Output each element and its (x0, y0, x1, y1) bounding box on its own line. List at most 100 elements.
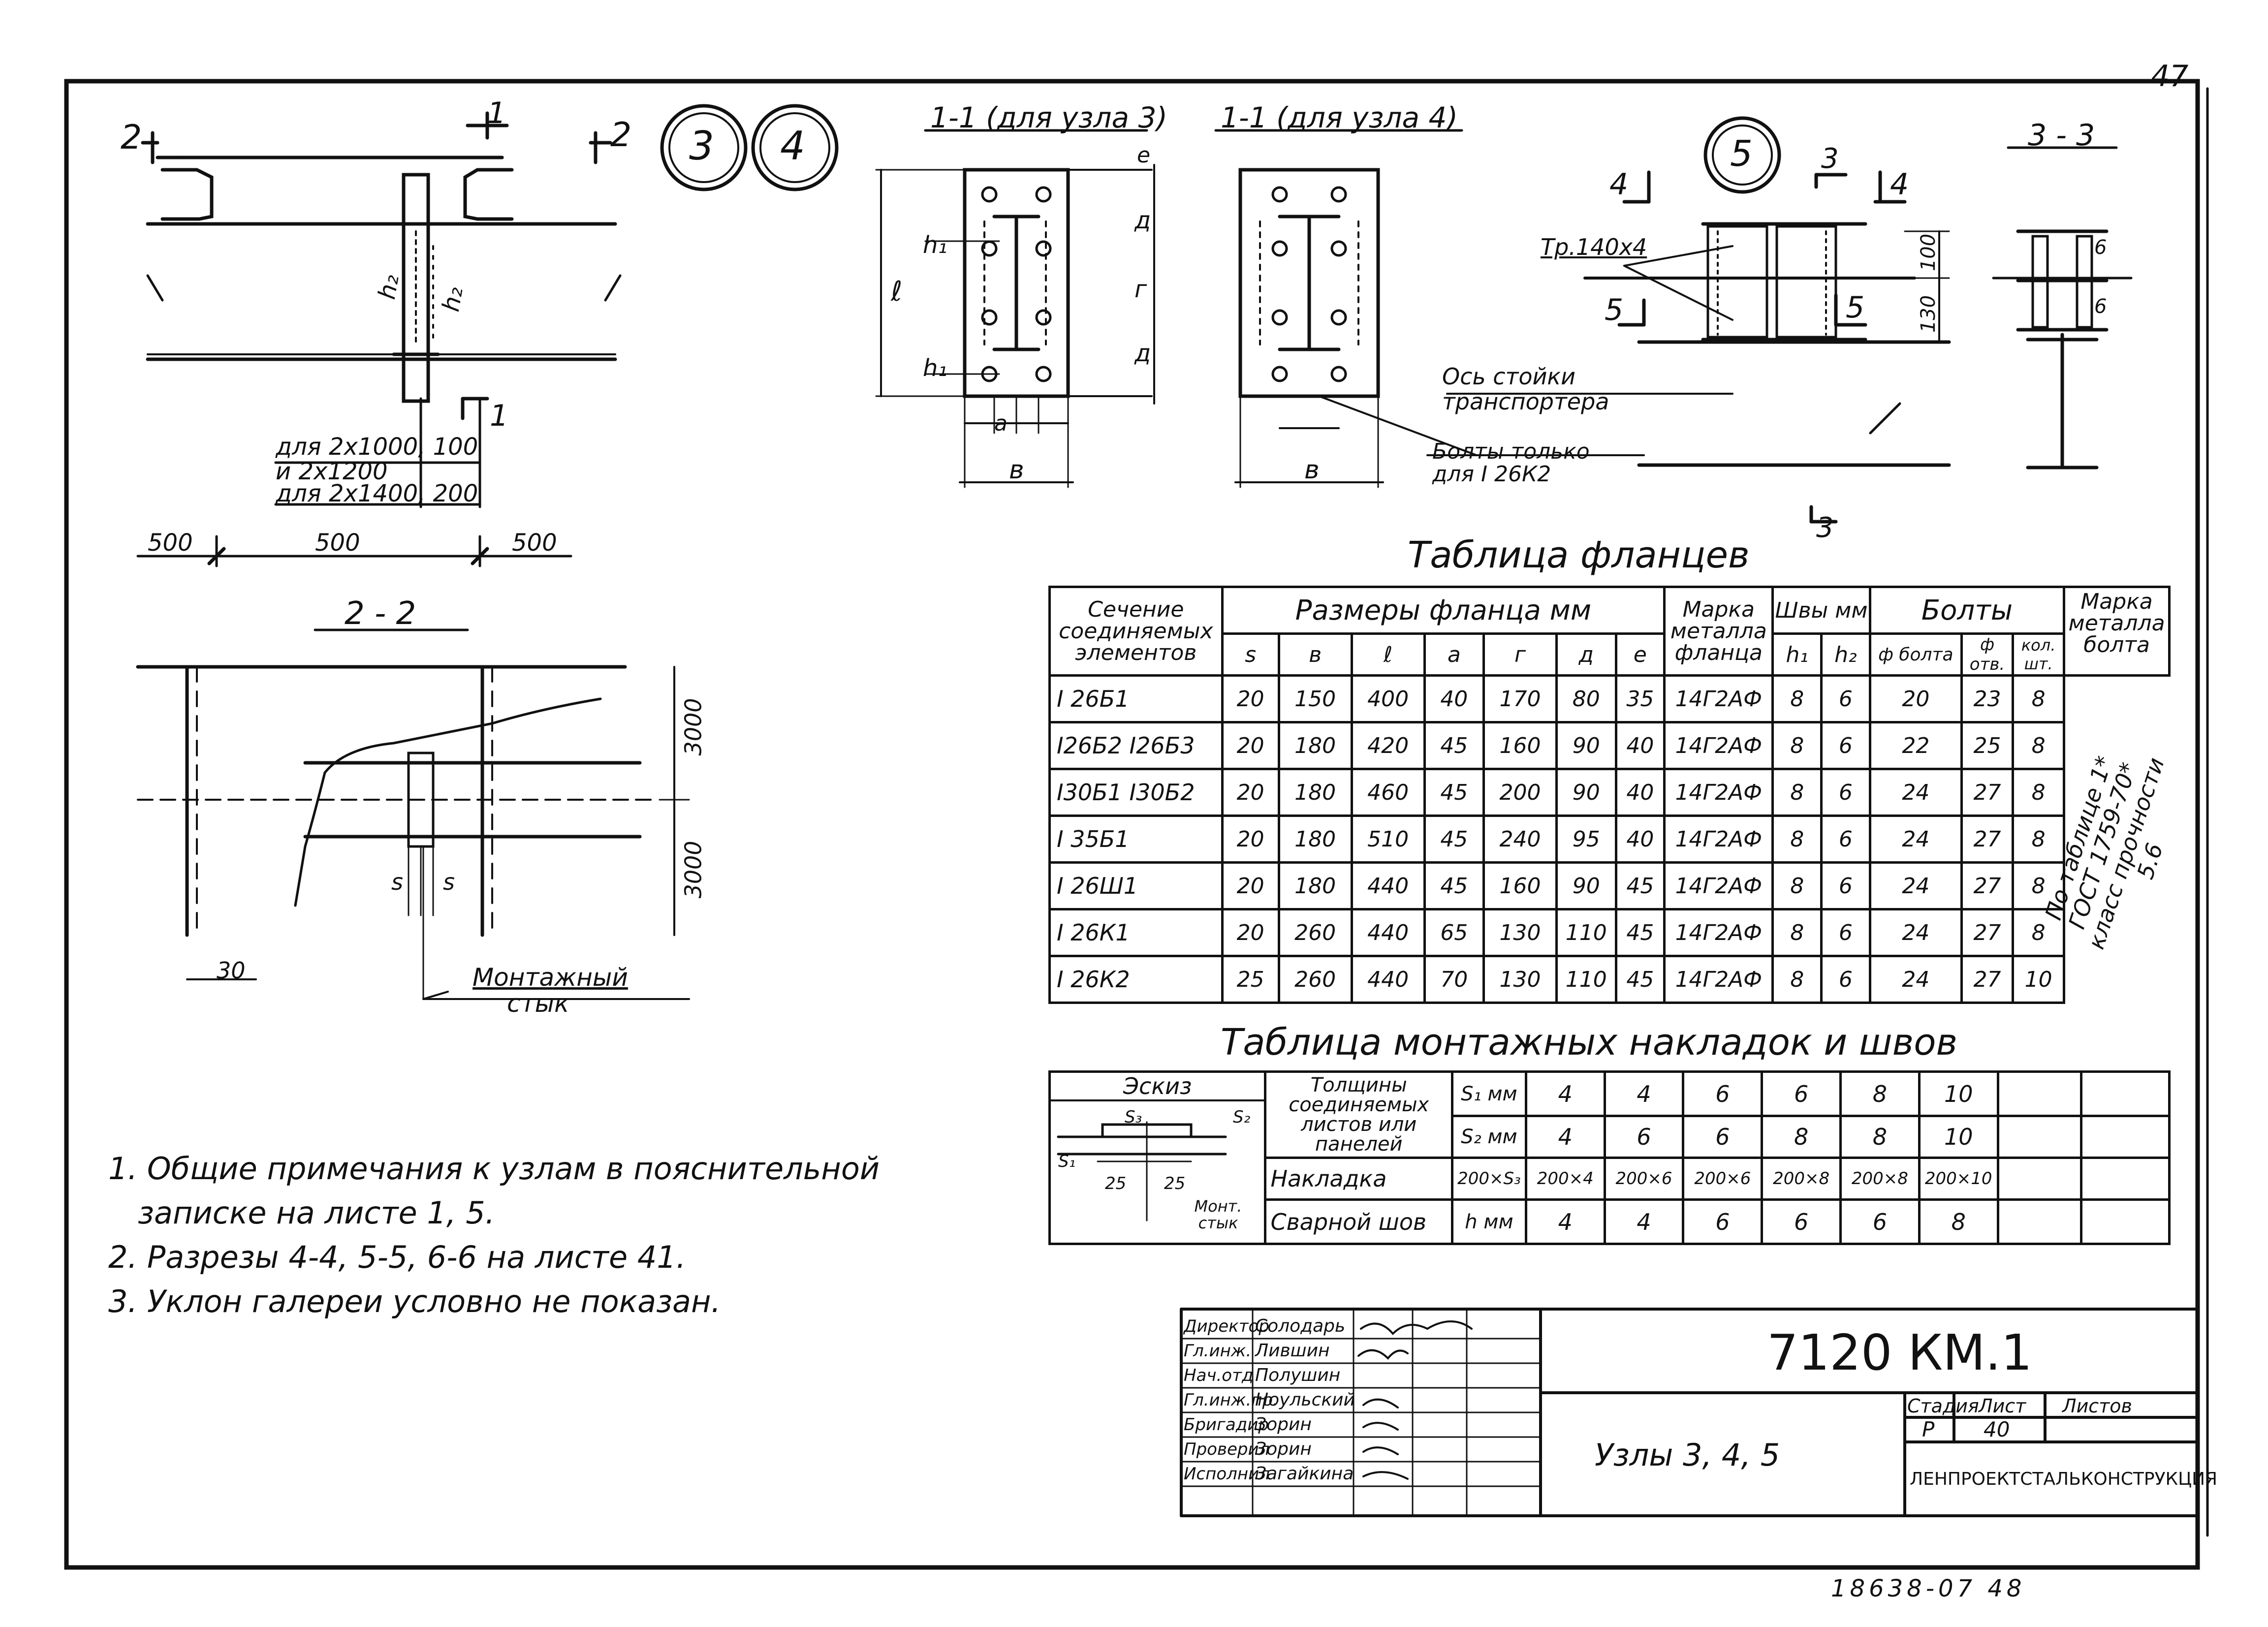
bottom-number: 18638-07 48 (1831, 1575, 2026, 1602)
label-d2: д (1134, 340, 1151, 367)
cell-a: 65 (1423, 908, 1485, 957)
cell-hole-dia: 27 (1960, 908, 2015, 957)
cell-bolt-dia: 20 (1868, 674, 1963, 723)
cell-g: 130 (1482, 955, 1558, 1004)
section-22-drawing (136, 628, 690, 1000)
cell-l: 510 (1350, 814, 1426, 864)
cell-s: 20 (1221, 768, 1280, 817)
dim-500-c: 500 (512, 529, 557, 557)
joint-label-line2: стык (507, 989, 569, 1018)
th-sizes: Размеры фланца мм (1221, 586, 1666, 635)
cell-s: 20 (1221, 674, 1280, 723)
cell-e: 45 (1614, 861, 1666, 910)
s1-1: 4 (1603, 1070, 1685, 1117)
cut-label-2-right: 2 (610, 116, 632, 155)
cell-s: 20 (1221, 814, 1280, 864)
cell-d: 90 (1555, 768, 1617, 817)
th-section: Сечение соединяемых элементов (1048, 586, 1224, 677)
s1-5: 10 (1918, 1070, 1999, 1117)
node5-drawing (1446, 170, 1951, 524)
stage-value: Р (1922, 1417, 1935, 1441)
cell-b: 260 (1277, 955, 1353, 1004)
s2-1: 6 (1603, 1115, 1685, 1159)
dim-3000-a: 3000 (680, 698, 707, 756)
h2-label-a: h₂ (373, 272, 405, 302)
cell-hole-dia: 27 (1960, 861, 2015, 910)
unit-s2: S₂ мм (1450, 1115, 1527, 1159)
cell-l: 420 (1350, 721, 1426, 770)
axis-label-line2: транспортера (1442, 388, 1609, 415)
cell-bolt-dia: 22 (1868, 721, 1963, 770)
s1-2: 6 (1682, 1070, 1764, 1117)
cell-a: 45 (1423, 768, 1485, 817)
cell-d: 110 (1555, 908, 1617, 957)
label-d1: д (1134, 207, 1151, 234)
top-note-1b: и 2х1200 (276, 458, 388, 485)
sketch-s3: S₃ (1125, 1107, 1142, 1127)
cell-l: 400 (1350, 674, 1426, 723)
mark-6b: 6 (2094, 295, 2107, 318)
cell-hole-dia: 27 (1960, 955, 2015, 1004)
sheet-frame (64, 79, 2200, 1570)
cell-g: 240 (1482, 814, 1558, 864)
name-1: Лившин (1255, 1341, 1330, 1361)
title-block-roles: Директор Гл.инж. Нач.отд Гл.инж.пр. Бриг… (1184, 1314, 1278, 1486)
th-welds: Швы мм (1771, 586, 1871, 635)
sketch-s2: S₂ (1233, 1107, 1251, 1127)
top-note-2: для 2х1400, 200 (276, 480, 478, 507)
plates-table-title: Таблица монтажных накладок и швов (1221, 1021, 1958, 1064)
cell-l: 440 (1350, 861, 1426, 910)
plate-3: 200×6 (1682, 1157, 1764, 1201)
sheet-label: Лист (1979, 1395, 2026, 1417)
role-0: Директор (1184, 1316, 1269, 1336)
plates-table: Эскиз S₃ S₂ S₁ 25 25 Монт. стык Толщины … (1048, 1070, 2171, 1245)
th-h1: h₁ (1771, 632, 1823, 677)
cell-b: 150 (1277, 674, 1353, 723)
label-b: в (1009, 455, 1024, 485)
section-33-title: 3 - 3 (2028, 118, 2095, 153)
cell-h2: 6 (1820, 768, 1871, 817)
weld-2: 6 (1682, 1198, 1764, 1245)
th-bolt-metal-head: Марка металла болта (2068, 589, 2165, 657)
dim-3000-b: 3000 (680, 841, 707, 899)
cell-g: 170 (1482, 674, 1558, 723)
cell-section: I 26Б1 (1048, 674, 1224, 723)
cut-label-1-bottom: 1 (490, 399, 509, 433)
s1-0: 4 (1524, 1070, 1606, 1117)
cell-h2: 6 (1820, 721, 1871, 770)
section-22-title: 2 - 2 (345, 595, 416, 632)
cell-h2: 6 (1820, 814, 1871, 864)
role-5: Проверил (1184, 1439, 1270, 1459)
cell-b: 180 (1277, 768, 1353, 817)
cell-metal: 14Г2АФ (1663, 908, 1774, 957)
s2-2: 6 (1682, 1115, 1764, 1159)
cell-count: 8 (2012, 674, 2066, 723)
cell-s: 20 (1221, 721, 1280, 770)
cell-b: 260 (1277, 908, 1353, 957)
name-4: Зорин (1255, 1414, 1312, 1435)
cell-hole-dia: 23 (1960, 674, 2015, 723)
title-block-names: Солодарь Лившин Полушин Ноульский Зорин … (1255, 1314, 1355, 1486)
pipe-label: Тр.140х4 (1541, 234, 1647, 260)
cell-g: 160 (1482, 721, 1558, 770)
name-6: Загайкина (1255, 1464, 1354, 1484)
section-33-drawing (1992, 146, 2133, 469)
s2-5: 10 (1918, 1115, 1999, 1159)
cell-a: 45 (1423, 721, 1485, 770)
note-3: 3. Уклон галереи условно не показан. (108, 1283, 721, 1319)
name-2: Полушин (1255, 1365, 1341, 1385)
drawing-code: 7120 КМ.1 (1767, 1324, 2032, 1381)
plate-5: 200×8 (1839, 1157, 1921, 1201)
bolts-note-line2: для I 26К2 (1432, 462, 1551, 487)
label-h1-a: h₁ (923, 231, 947, 259)
cut-label-3-bottom: 3 (1816, 512, 1834, 544)
flange-table-title: Таблица фланцев (1408, 534, 1750, 576)
name-3: Ноульский (1255, 1390, 1355, 1410)
row-weld-label: Сварной шов (1264, 1198, 1453, 1245)
th-metal: Марка металла фланца (1663, 586, 1774, 677)
row-thickness-label: Толщины соединяемых листов или панелей (1264, 1070, 1453, 1159)
